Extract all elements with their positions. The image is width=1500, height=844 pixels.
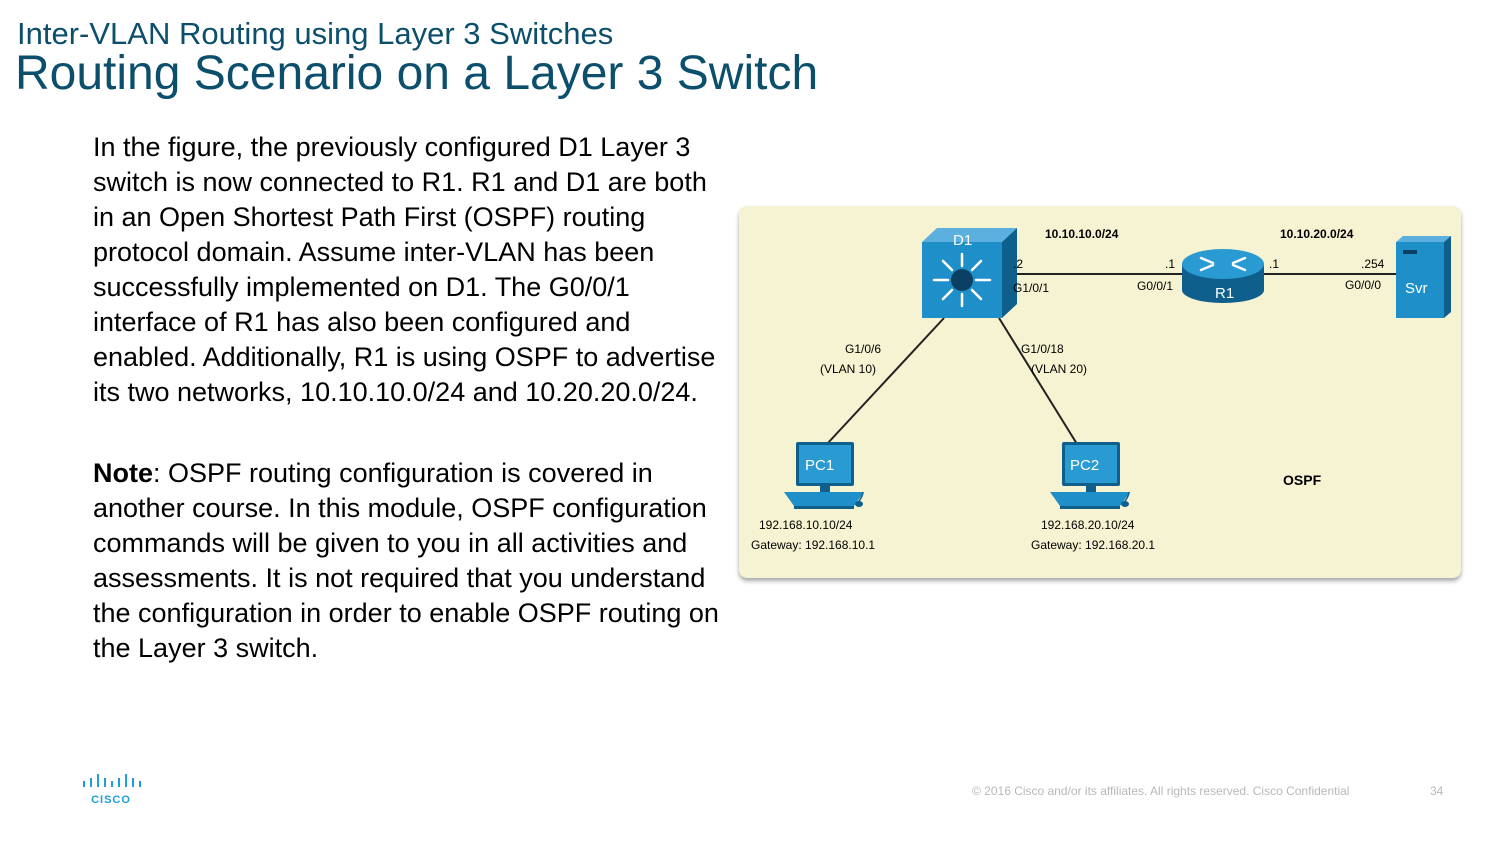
pc1-gateway: Gateway: 192.168.10.1 [751, 538, 875, 552]
r1-d1-host: .1 [1165, 257, 1175, 271]
body-text: In the figure, the previously configured… [93, 130, 733, 712]
link-d1-pc2 [998, 317, 1078, 445]
cisco-logo: CISCO [83, 774, 141, 806]
pc2-ip: 192.168.20.10/24 [1041, 518, 1135, 532]
d1-label: D1 [953, 232, 972, 249]
d1-pc1-vlan: (VLAN 10) [820, 362, 876, 376]
svr-label: Svr [1405, 280, 1428, 297]
router-icon [1182, 249, 1264, 303]
note-label: Note [93, 458, 153, 488]
d1-r1-host: .2 [1013, 257, 1023, 271]
pc1-label: PC1 [805, 457, 834, 474]
paragraph-description: In the figure, the previously configured… [93, 132, 716, 407]
d1-r1-port: G1/0/1 [1013, 281, 1049, 295]
slide-title: Routing Scenario on a Layer 3 Switch [15, 47, 819, 100]
r1-d1-port: G0/0/1 [1137, 279, 1173, 293]
note-text: : OSPF routing configuration is covered … [93, 458, 719, 663]
slide-subtitle: Inter-VLAN Routing using Layer 3 Switche… [17, 16, 614, 51]
footer-copyright: © 2016 Cisco and/or its affiliates. All … [972, 784, 1350, 798]
r1-svr-host: .1 [1269, 257, 1279, 271]
pc-icon [784, 442, 864, 509]
layer3-switch-icon [922, 228, 1017, 318]
topology-svg: D1 R1 Svr [751, 227, 1451, 552]
d1-pc1-port: G1/0/6 [845, 342, 881, 356]
topology-diagram: D1 R1 Svr [739, 206, 1461, 578]
ospf-domain-label: OSPF [1283, 472, 1322, 488]
d1-pc2-vlan: (VLAN 20) [1031, 362, 1087, 376]
server-icon [1396, 236, 1451, 318]
pc2-gateway: Gateway: 192.168.20.1 [1031, 538, 1155, 552]
svr-port: G0/0/0 [1345, 278, 1381, 292]
d1-pc2-port: G1/0/18 [1021, 342, 1064, 356]
page-number: 34 [1430, 784, 1444, 798]
svg-text:CISCO: CISCO [91, 794, 131, 806]
network-label-1: 10.10.10.0/24 [1045, 227, 1119, 241]
paragraph-note: Note: OSPF routing configuration is cove… [93, 456, 733, 666]
network-label-2: 10.10.20.0/24 [1280, 227, 1354, 241]
pc2-label: PC2 [1070, 457, 1099, 474]
svr-host: .254 [1361, 257, 1385, 271]
link-d1-pc1 [826, 317, 945, 445]
r1-label: R1 [1215, 285, 1234, 302]
pc1-ip: 192.168.10.10/24 [759, 518, 853, 532]
pc-icon [1050, 442, 1130, 509]
